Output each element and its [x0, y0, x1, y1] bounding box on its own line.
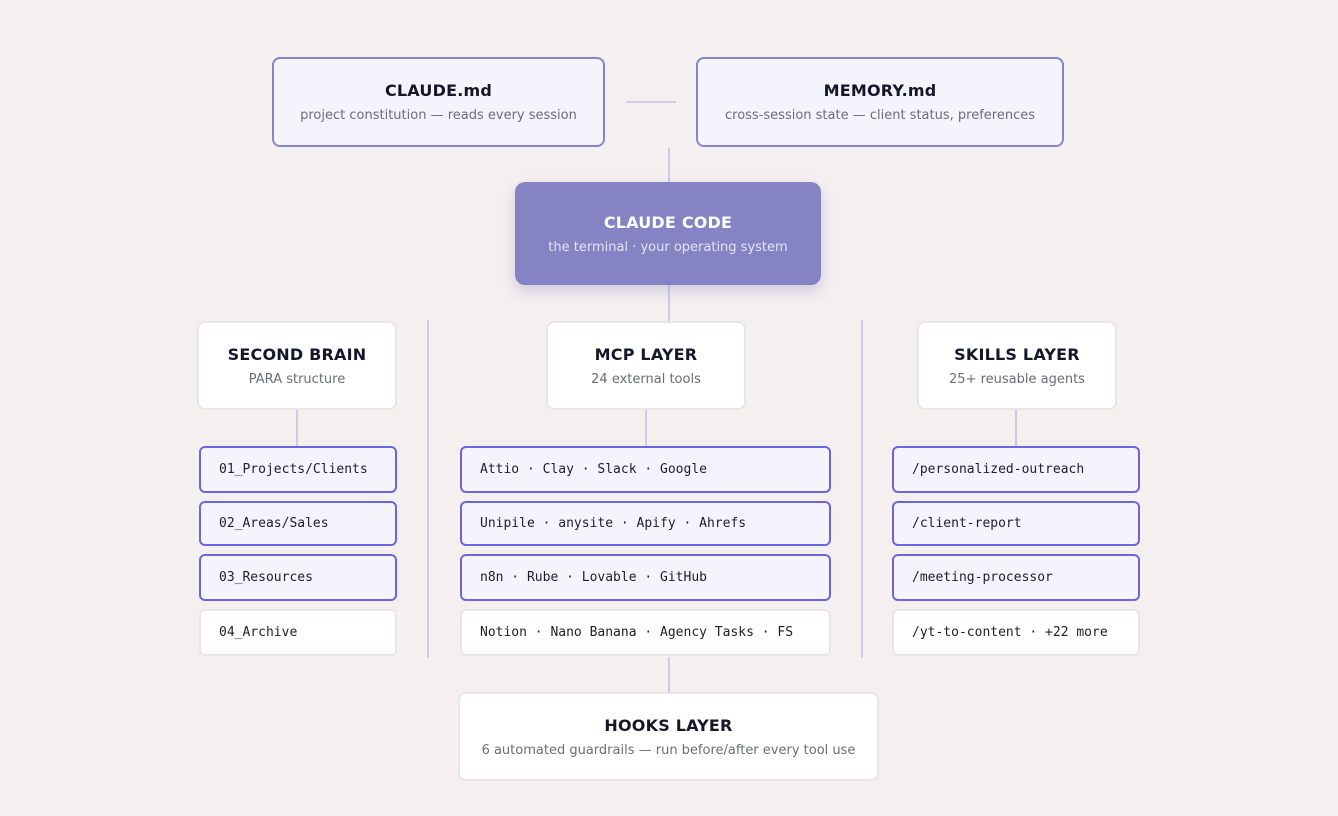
second-brain-subtitle: PARA structure: [248, 371, 346, 387]
mcp-layer-subtitle: 24 external tools: [591, 371, 701, 387]
connector-top-core: [668, 148, 670, 182]
mcp-item-row-2[interactable]: Unipile · anysite · Apify · Ahrefs: [460, 501, 831, 546]
memory-md-card[interactable]: MEMORY.md cross-session state — client s…: [696, 57, 1064, 147]
second-brain-item-archive[interactable]: 04_Archive: [199, 609, 397, 656]
mcp-item-row-1[interactable]: Attio · Clay · Slack · Google: [460, 446, 831, 493]
hooks-layer-subtitle: 6 automated guardrails — run before/afte…: [481, 742, 856, 758]
claude-md-title: CLAUDE.md: [384, 81, 493, 100]
divider-right: [861, 320, 863, 658]
second-brain-item-areas[interactable]: 02_Areas/Sales: [199, 501, 397, 546]
skills-item-client-report[interactable]: /client-report: [892, 501, 1140, 546]
hooks-layer-card[interactable]: HOOKS LAYER 6 automated guardrails — run…: [458, 692, 879, 781]
skills-layer-card[interactable]: SKILLS LAYER 25+ reusable agents: [917, 321, 1117, 410]
mcp-layer-title: MCP LAYER: [594, 344, 698, 364]
claude-md-card[interactable]: CLAUDE.md project constitution — reads e…: [272, 57, 605, 147]
connector-mcp-items: [645, 410, 647, 446]
connector-core-mcp: [668, 285, 670, 321]
claude-code-title: CLAUDE CODE: [603, 212, 733, 232]
second-brain-item-projects[interactable]: 01_Projects/Clients: [199, 446, 397, 493]
memory-md-subtitle: cross-session state — client status, pre…: [725, 108, 1035, 123]
connector-mcp-hooks: [668, 657, 670, 692]
skills-item-meeting-processor[interactable]: /meeting-processor: [892, 554, 1140, 601]
skills-layer-subtitle: 25+ reusable agents: [949, 371, 1085, 387]
skills-item-yt-to-content[interactable]: /yt-to-content · +22 more: [892, 609, 1140, 656]
second-brain-title: SECOND BRAIN: [227, 344, 367, 364]
connector-claude-memory: [626, 101, 676, 103]
mcp-layer-card[interactable]: MCP LAYER 24 external tools: [546, 321, 746, 410]
connector-skills-items: [1015, 410, 1017, 446]
claude-md-subtitle: project constitution — reads every sessi…: [300, 108, 577, 123]
memory-md-title: MEMORY.md: [823, 81, 937, 100]
second-brain-item-resources[interactable]: 03_Resources: [199, 554, 397, 601]
skills-item-outreach[interactable]: /personalized-outreach: [892, 446, 1140, 493]
skills-layer-title: SKILLS LAYER: [954, 344, 1080, 364]
connector-second-brain-items: [296, 410, 298, 446]
claude-code-card[interactable]: CLAUDE CODE the terminal · your operatin…: [515, 182, 821, 285]
claude-code-subtitle: the terminal · your operating system: [548, 239, 788, 255]
second-brain-card[interactable]: SECOND BRAIN PARA structure: [197, 321, 397, 410]
divider-left: [427, 320, 429, 658]
hooks-layer-title: HOOKS LAYER: [604, 715, 733, 735]
mcp-item-row-3[interactable]: n8n · Rube · Lovable · GitHub: [460, 554, 831, 601]
mcp-item-row-4[interactable]: Notion · Nano Banana · Agency Tasks · FS: [460, 609, 831, 656]
